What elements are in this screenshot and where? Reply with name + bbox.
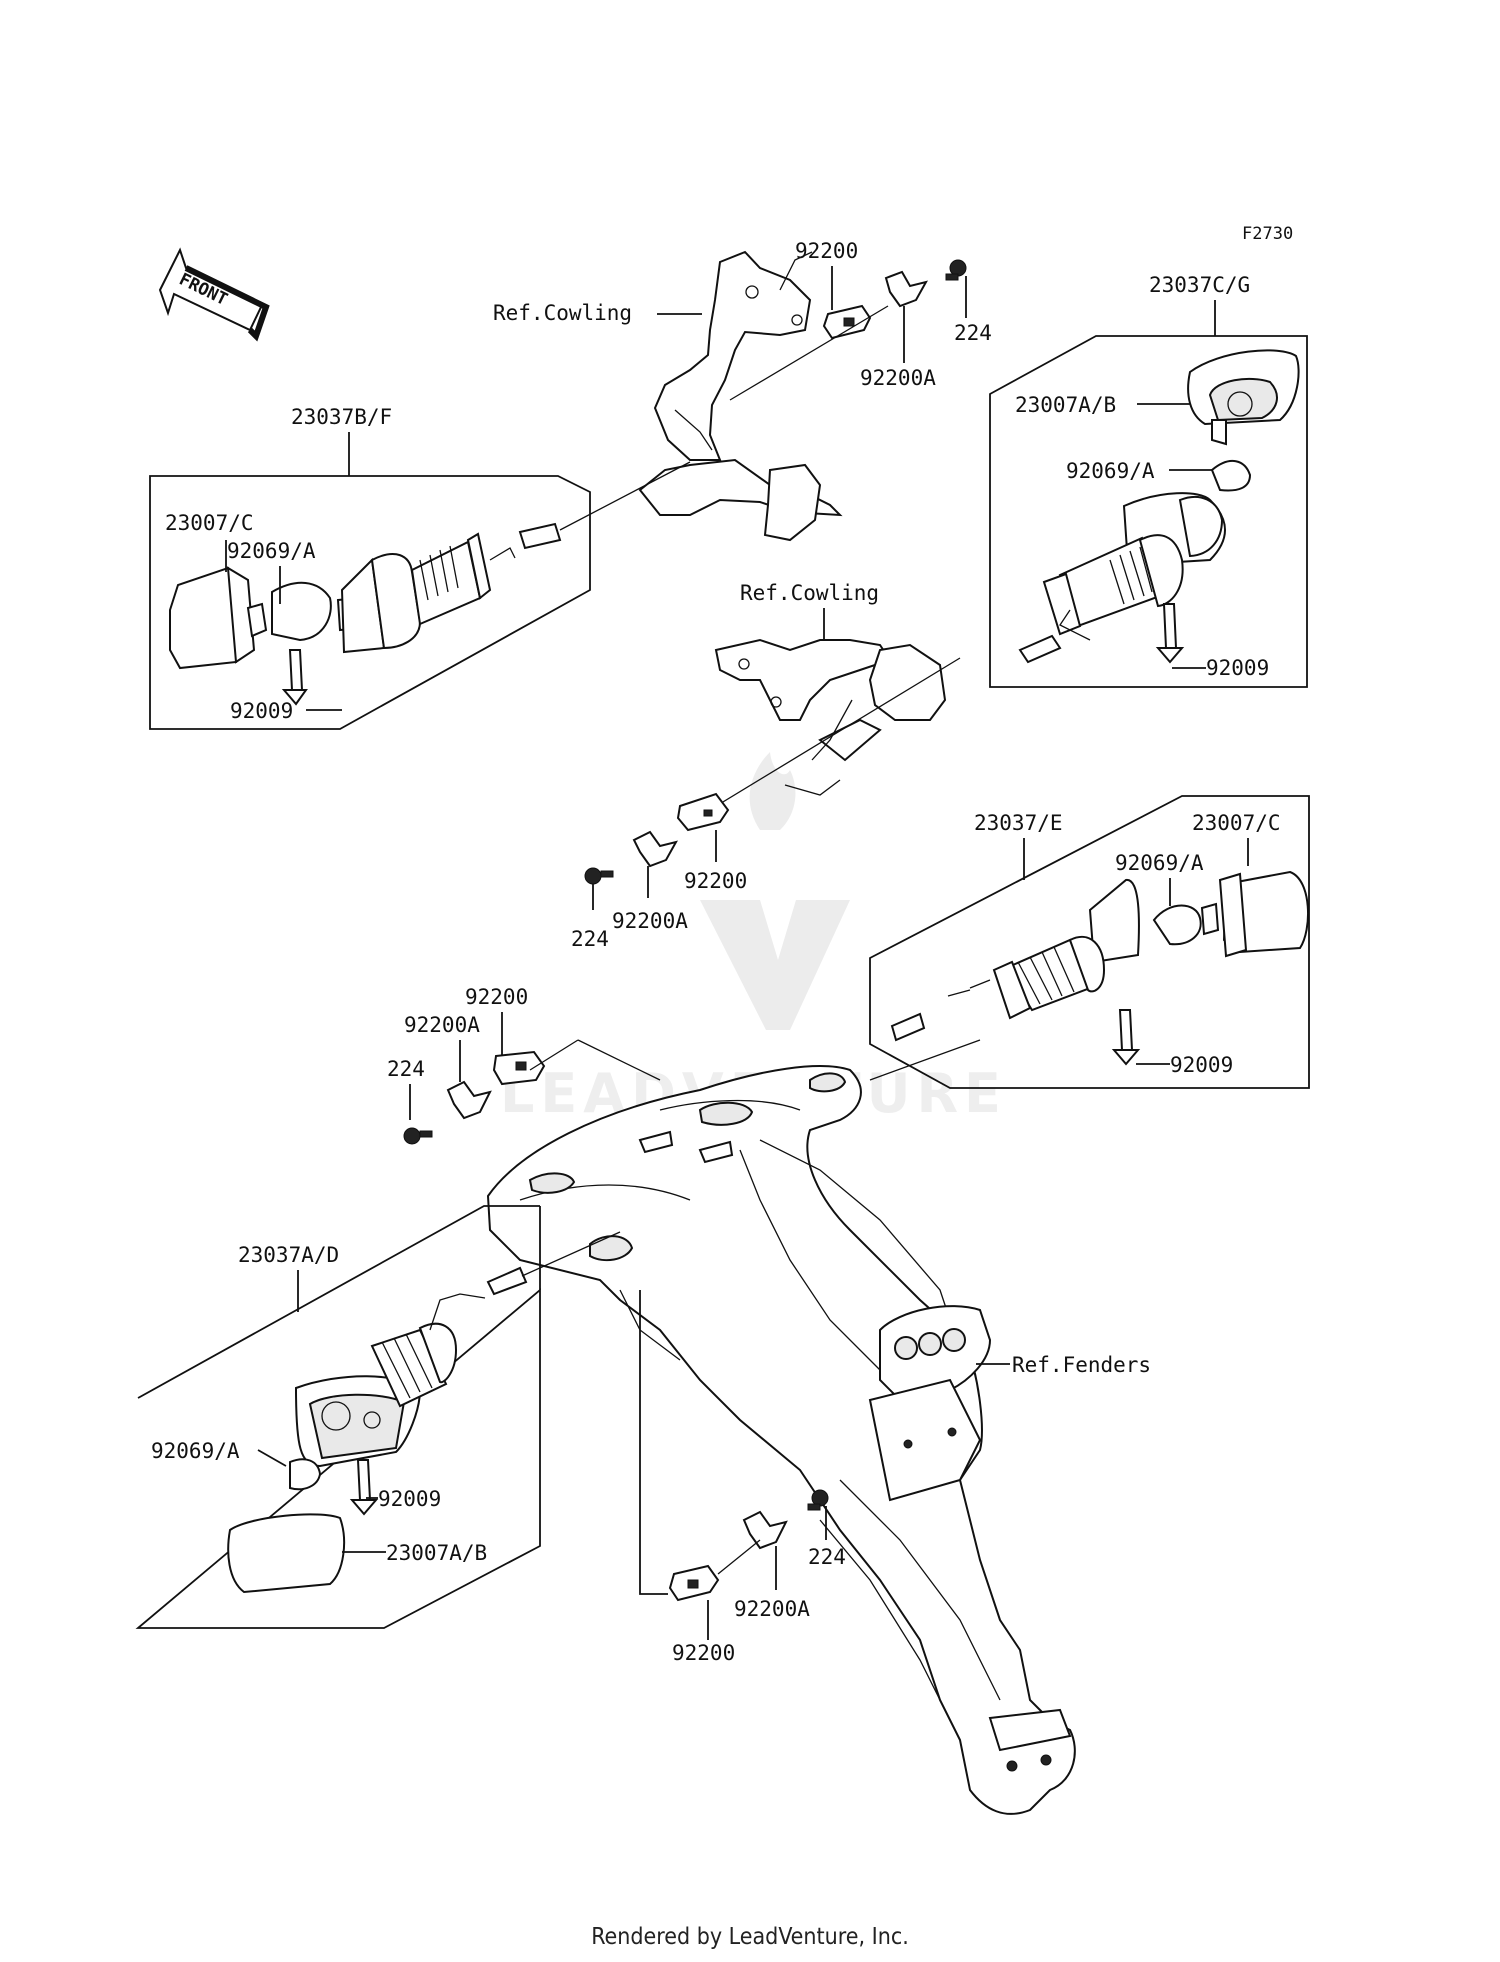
part-224-bottom: 224 — [808, 1545, 846, 1569]
part-23007ab-ad: 23007A/B — [386, 1541, 487, 1565]
cowling-stay-top — [638, 250, 843, 542]
part-224-left: 224 — [387, 1057, 425, 1081]
part-92069a-e: 92069/A — [1115, 851, 1204, 875]
part-92009-e: 92009 — [1170, 1053, 1233, 1077]
ref-cowling-mid-label: Ref.Cowling — [740, 581, 879, 605]
part-92200a-bottom: 92200A — [734, 1597, 810, 1621]
part-92200-bottom: 92200 — [672, 1641, 735, 1665]
part-92069a-left: 92069/A — [227, 539, 316, 563]
part-23007c-right: 23007/C — [1192, 811, 1281, 835]
turn-signal-23037e — [890, 870, 1309, 1066]
part-92069a-right: 92069/A — [1066, 459, 1155, 483]
turn-signal-23037ad — [227, 1231, 621, 1594]
part-92009-ad: 92009 — [378, 1487, 441, 1511]
part-224-top: 224 — [954, 321, 992, 345]
part-92069a-ad: 92069/A — [151, 1439, 240, 1463]
rear-fender — [486, 1065, 1076, 1815]
part-23007ab-right: 23007A/B — [1015, 393, 1116, 417]
ref-fenders-label: Ref.Fenders — [1012, 1353, 1151, 1377]
part-92200a-mid: 92200A — [612, 909, 688, 933]
turn-signal-23037cg — [1018, 349, 1300, 664]
part-224-mid: 224 — [571, 927, 609, 951]
part-23037ad: 23037A/D — [238, 1243, 339, 1267]
part-92200a-left: 92200A — [404, 1013, 480, 1037]
part-92009-right: 92009 — [1206, 656, 1269, 680]
part-92200a-top: 92200A — [860, 366, 936, 390]
cowling-stay-mid — [714, 638, 947, 796]
footer-credit: Rendered by LeadVenture, Inc. — [591, 1924, 909, 1950]
part-92200-mid: 92200 — [684, 869, 747, 893]
part-92200-top: 92200 — [795, 239, 858, 263]
part-23037bf: 23037B/F — [291, 405, 392, 429]
front-arrow-icon: FRONT — [158, 247, 270, 342]
ref-cowling-top-label: Ref.Cowling — [493, 301, 632, 325]
part-23037e: 23037/E — [974, 811, 1063, 835]
part-92200-left: 92200 — [465, 985, 528, 1009]
part-92009-left: 92009 — [230, 699, 293, 723]
part-23007c-left: 23007/C — [165, 511, 254, 535]
part-23037cg: 23037C/G — [1149, 273, 1250, 297]
turn-signal-23037bf — [169, 461, 691, 670]
figure-code: F2730 — [1242, 224, 1293, 244]
